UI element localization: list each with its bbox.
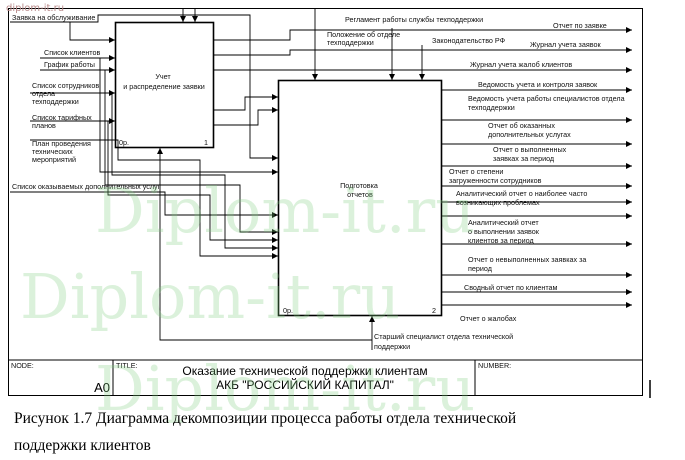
footer-title-label: TITLE:: [116, 361, 138, 370]
label-out-6: Отчет о выполненных заявках за период: [493, 145, 568, 163]
label-out-6-l2: заявках за период: [493, 154, 555, 163]
figure-caption-line1: Рисунок 1.7 Диаграмма декомпозиции проце…: [14, 410, 517, 427]
label-out-7-l1: Отчет о степени: [449, 167, 503, 176]
label-out-0: Отчет по заявке: [553, 21, 607, 30]
label-out-1: Журнал учета заявок: [530, 40, 601, 49]
arrow-mechanism-box1: [157, 148, 372, 341]
arrow-out-journal-zayavok: [213, 47, 632, 56]
label-control-polozhenie-l2: техподдержки: [327, 38, 374, 47]
arrow-tariffs-branch: [107, 121, 278, 243]
label-out-8-l1: Аналитический отчет о наиболее часто: [456, 189, 587, 198]
label-out-8-l2: возникающих проблемах: [456, 198, 540, 207]
footer-number-label: NUMBER:: [478, 361, 511, 370]
box1-title: Учет и распределение заявки: [123, 72, 205, 91]
box2-title-line2: отчетов: [347, 190, 373, 199]
label-out-10: Отчет о невыполненных заявках за период: [468, 255, 588, 273]
label-mechanism-l2: поддержки: [374, 342, 410, 351]
label-control-polozhenie: Положение об отделе техподдержки: [327, 30, 402, 47]
label-mechanism: Старший специалист отдела технической по…: [374, 332, 515, 351]
label-input-zayavka: Заявка на обслуживание: [12, 13, 95, 22]
label-input-schedule: График работы: [44, 60, 95, 69]
watermark-logo: diplom-it.ru: [6, 3, 64, 14]
box1-number: 1: [204, 138, 208, 147]
arrow-clients-branch: [99, 58, 278, 175]
label-out-9-l3: клиентов за период: [468, 236, 534, 245]
arrow-zayavka: [10, 21, 115, 43]
arrow-box1-to-box2-a: [213, 94, 278, 111]
label-out-10-l1: Отчет о невыполненных заявках за: [468, 255, 586, 264]
arrow-out-zayavka-report: [213, 27, 632, 41]
label-out-11: Сводный отчет по клиентам: [464, 283, 558, 292]
label-input-extra-services: Список оказываемых дополнительных услуг: [12, 182, 161, 191]
function-box-2[interactable]: [277, 79, 443, 317]
arrow-box1-to-box2-b: [213, 107, 278, 126]
arrow-plan: [30, 139, 278, 259]
function-box-1[interactable]: [114, 21, 215, 149]
arrow-zayavka-branch: [70, 14, 278, 161]
label-out-9-l2: о выполнении заявок: [468, 227, 540, 236]
arrow-schedule-branch: [104, 70, 278, 235]
box2-title: Подготовка отчетов: [340, 181, 380, 199]
label-control-law: Законодательство РФ: [432, 36, 506, 45]
label-input-tariffs-l2: планов: [32, 121, 56, 130]
label-input-plan-l2: технических: [32, 147, 73, 156]
box1-node: 0р.: [119, 138, 129, 147]
label-mechanism-l1: Старший специалист отдела технической: [374, 332, 513, 341]
label-input-plan-l3: мероприятий: [32, 155, 76, 164]
footer-node-label: NODE:: [11, 361, 34, 370]
watermark-large-3: Diplom-it.ru: [95, 352, 475, 425]
label-out-5: Отчет об оказанных дополнительных услуга…: [488, 121, 571, 139]
label-input-tariffs: Список тарифных планов: [32, 113, 94, 130]
diagram-frame: [8, 8, 643, 396]
box2-number: 2: [432, 306, 436, 315]
label-control-reglament: Регламент работы службы техподдержки: [345, 15, 483, 24]
label-input-plan: План проведения технических мероприятий: [32, 139, 93, 164]
footer-title-line2: АКБ "РОССИЙСКИЙ КАПИТАЛ": [216, 377, 394, 392]
footer-node-value: A0: [94, 380, 110, 395]
arrow-staff-branch: [111, 93, 278, 251]
label-out-4-l1: Ведомость учета работы специалистов отде…: [468, 94, 625, 103]
label-out-7-l2: загруженности сотрудников: [449, 176, 542, 185]
figure-caption-line2: поддержки клиентов: [14, 437, 151, 454]
label-out-5-l2: дополнительных услугах: [488, 130, 571, 139]
box1-title-line2: и распределение заявки: [123, 82, 205, 91]
label-input-staff-l3: техподдержки: [32, 97, 79, 106]
label-out-8: Аналитический отчет о наиболее часто воз…: [456, 189, 589, 207]
label-out-9-l1: Аналитический отчет: [468, 218, 539, 227]
label-input-plan-l1: План проведения: [32, 139, 91, 148]
label-out-10-l2: период: [468, 264, 493, 273]
label-out-12: Отчет о жалобах: [460, 314, 517, 323]
label-control-polozhenie-l1: Положение об отделе: [327, 30, 400, 39]
label-input-clients: Список клиентов: [44, 48, 101, 57]
arrow-extra-services: [10, 191, 278, 218]
label-out-4-l2: техподдержки: [468, 103, 515, 112]
watermark-large-1: Diplom-it.ru: [95, 174, 475, 247]
label-out-6-l1: Отчет о выполненных: [493, 145, 567, 154]
label-input-tariffs-l1: Список тарифных: [32, 113, 92, 122]
footer-title-line1: Оказание технической поддержки клиентам: [182, 364, 427, 378]
label-out-2: Журнал учета жалоб клиентов: [470, 60, 572, 69]
label-out-7: Отчет о степени загруженности сотруднико…: [449, 167, 542, 185]
label-input-staff-l2: отдела: [32, 89, 55, 98]
box2-title-line1: Подготовка: [340, 181, 378, 190]
label-out-4: Ведомость учета работы специалистов отде…: [468, 94, 627, 112]
watermark-large-2: Diplom-it.ru: [20, 260, 400, 333]
box2-node: 0р.: [283, 306, 293, 315]
label-input-staff-l1: Список сотрудников: [32, 81, 99, 90]
label-input-staff: Список сотрудников отдела техподдержки: [32, 81, 101, 106]
label-out-5-l1: Отчет об оказанных: [488, 121, 555, 130]
label-out-3: Ведомость учета и контроля заявок: [478, 80, 598, 89]
box1-title-line1: Учет: [155, 72, 171, 81]
label-out-9: Аналитический отчет о выполнении заявок …: [468, 218, 541, 245]
